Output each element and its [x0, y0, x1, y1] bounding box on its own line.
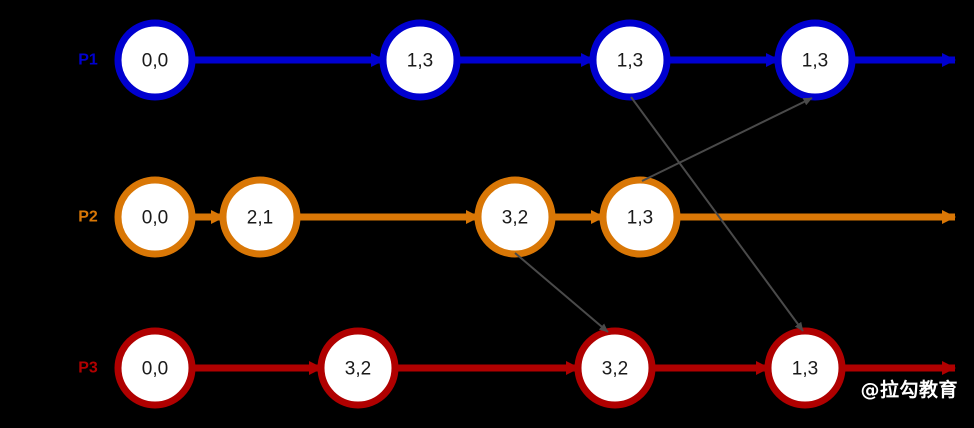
lane-label-p2: P2 — [78, 209, 98, 226]
event-node-p3-3[interactable]: 3,2 — [574, 327, 656, 409]
messages-group — [514, 96, 813, 333]
event-node-p2-1[interactable]: 0,0 — [114, 176, 196, 258]
event-node-p2-4[interactable]: 1,3 — [599, 176, 681, 258]
event-node-p1-4[interactable]: 1,3 — [774, 19, 856, 101]
lane-label-p1: P1 — [78, 52, 98, 69]
event-node-p2-2[interactable]: 2,1 — [219, 176, 301, 258]
watermark-text: @拉勾教育 — [860, 379, 958, 401]
lane-p2: 0,0 2,1 3,2 1,3 P2 — [78, 176, 956, 258]
lane-p1: 0,0 1,3 1,3 1,3 P1 — [78, 19, 956, 101]
p2-to-p1-message — [641, 97, 813, 182]
lane-p3: 0,0 3,2 3,2 1,3 P3 — [78, 327, 956, 409]
event-node-p3-2[interactable]: 3,2 — [317, 327, 399, 409]
event-node-p2-3[interactable]: 3,2 — [474, 176, 556, 258]
event-node-p1-2[interactable]: 1,3 — [379, 19, 461, 101]
event-node-p3-1[interactable]: 0,0 — [114, 327, 196, 409]
event-node-p3-4[interactable]: 1,3 — [764, 327, 846, 409]
lane-label-p3: P3 — [78, 360, 98, 377]
p2-to-p3-message — [514, 252, 609, 333]
event-node-p1-3[interactable]: 1,3 — [589, 19, 671, 101]
p1-to-p3-message — [630, 96, 804, 332]
event-node-p1-1[interactable]: 0,0 — [114, 19, 196, 101]
